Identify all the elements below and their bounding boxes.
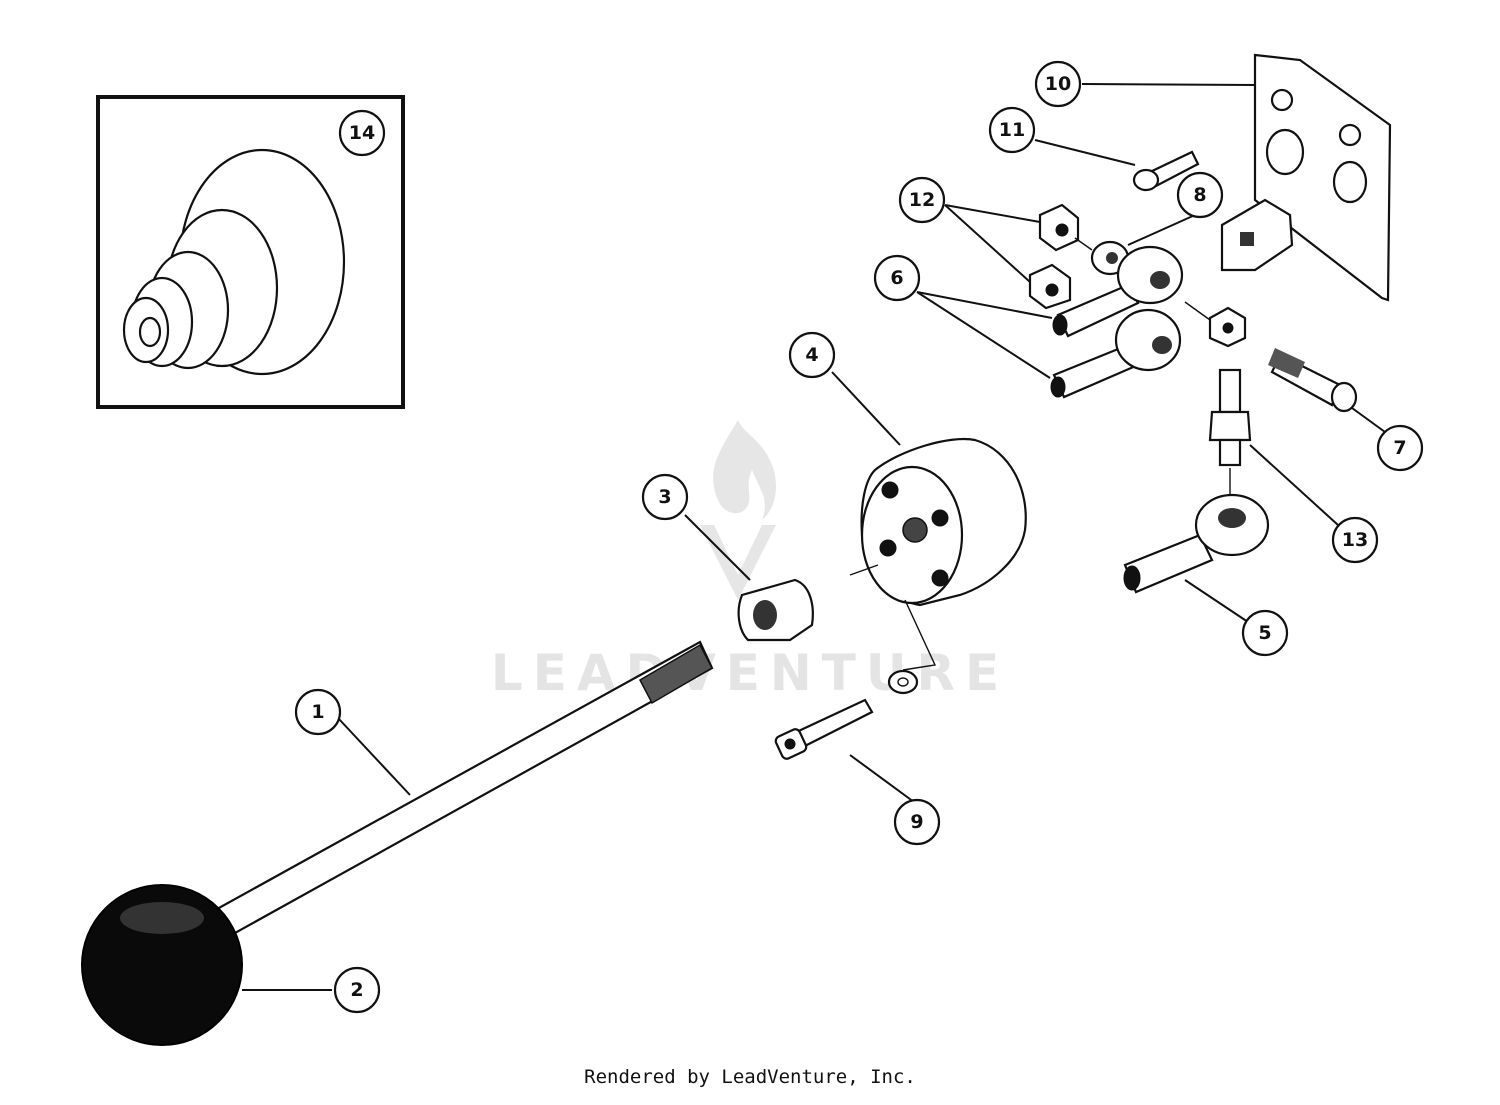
- callout-9: 9: [893, 798, 941, 846]
- inset-box-part-14: [96, 95, 405, 409]
- nut-part-3: [737, 578, 814, 642]
- callout-2-label: 2: [350, 979, 363, 1001]
- callout-10: 10: [1034, 60, 1082, 108]
- rod-end-part-5: [1123, 493, 1270, 594]
- washer-guide-line: [902, 599, 937, 671]
- callout-8-label: 8: [1193, 184, 1206, 206]
- hub-part-4: [860, 438, 1027, 607]
- callout-11-label: 11: [999, 119, 1025, 141]
- callout-5: 5: [1241, 609, 1289, 657]
- callout-2: 2: [333, 966, 381, 1014]
- callout-3: 3: [641, 473, 689, 521]
- callout-7: 7: [1376, 424, 1424, 472]
- callout-4-label: 4: [805, 344, 818, 366]
- callout-3-label: 3: [658, 486, 671, 508]
- assembly-guide-lines: [1074, 237, 1231, 495]
- watermark: LEADVENTURE: [491, 420, 1009, 702]
- callout-12-label: 12: [909, 189, 935, 211]
- callout-13: 13: [1331, 516, 1379, 564]
- watermark-v-icon: [700, 525, 776, 600]
- callout-6: 6: [873, 254, 921, 302]
- bolt-part-11: [1132, 150, 1200, 192]
- shift-rod-part-1: [168, 640, 714, 960]
- footer-credit: Rendered by LeadVenture, Inc.: [584, 1066, 916, 1088]
- leader-lines: [242, 83, 1386, 991]
- washer: [887, 669, 919, 695]
- hub-guide-line: [849, 564, 879, 576]
- callout-12: 12: [898, 176, 946, 224]
- boot-part-14: [122, 148, 346, 376]
- callout-4: 4: [788, 331, 836, 379]
- callout-10-label: 10: [1045, 73, 1071, 95]
- callout-1-label: 1: [311, 701, 324, 723]
- callout-7-label: 7: [1393, 437, 1406, 459]
- callout-8: 8: [1176, 171, 1224, 219]
- callout-11: 11: [988, 106, 1036, 154]
- callout-9-label: 9: [910, 811, 923, 833]
- callout-6-label: 6: [890, 267, 903, 289]
- knob-part-2: [81, 884, 243, 1046]
- screw-part-9: [774, 698, 874, 760]
- rod-ends-part-6: [1050, 245, 1184, 399]
- callout-1: 1: [294, 688, 342, 736]
- bolt-part-7: [1208, 306, 1358, 413]
- stud-part-13: [1208, 368, 1252, 467]
- nuts-part-12: [1028, 203, 1080, 310]
- watermark-flame-icon: [713, 420, 776, 520]
- callout-5-label: 5: [1258, 622, 1271, 644]
- callout-14: 14: [338, 109, 386, 157]
- callout-13-label: 13: [1342, 529, 1368, 551]
- callout-14-label: 14: [349, 122, 375, 144]
- bracket-part-10: [1220, 53, 1392, 302]
- watermark-text: LEADVENTURE: [491, 644, 1009, 702]
